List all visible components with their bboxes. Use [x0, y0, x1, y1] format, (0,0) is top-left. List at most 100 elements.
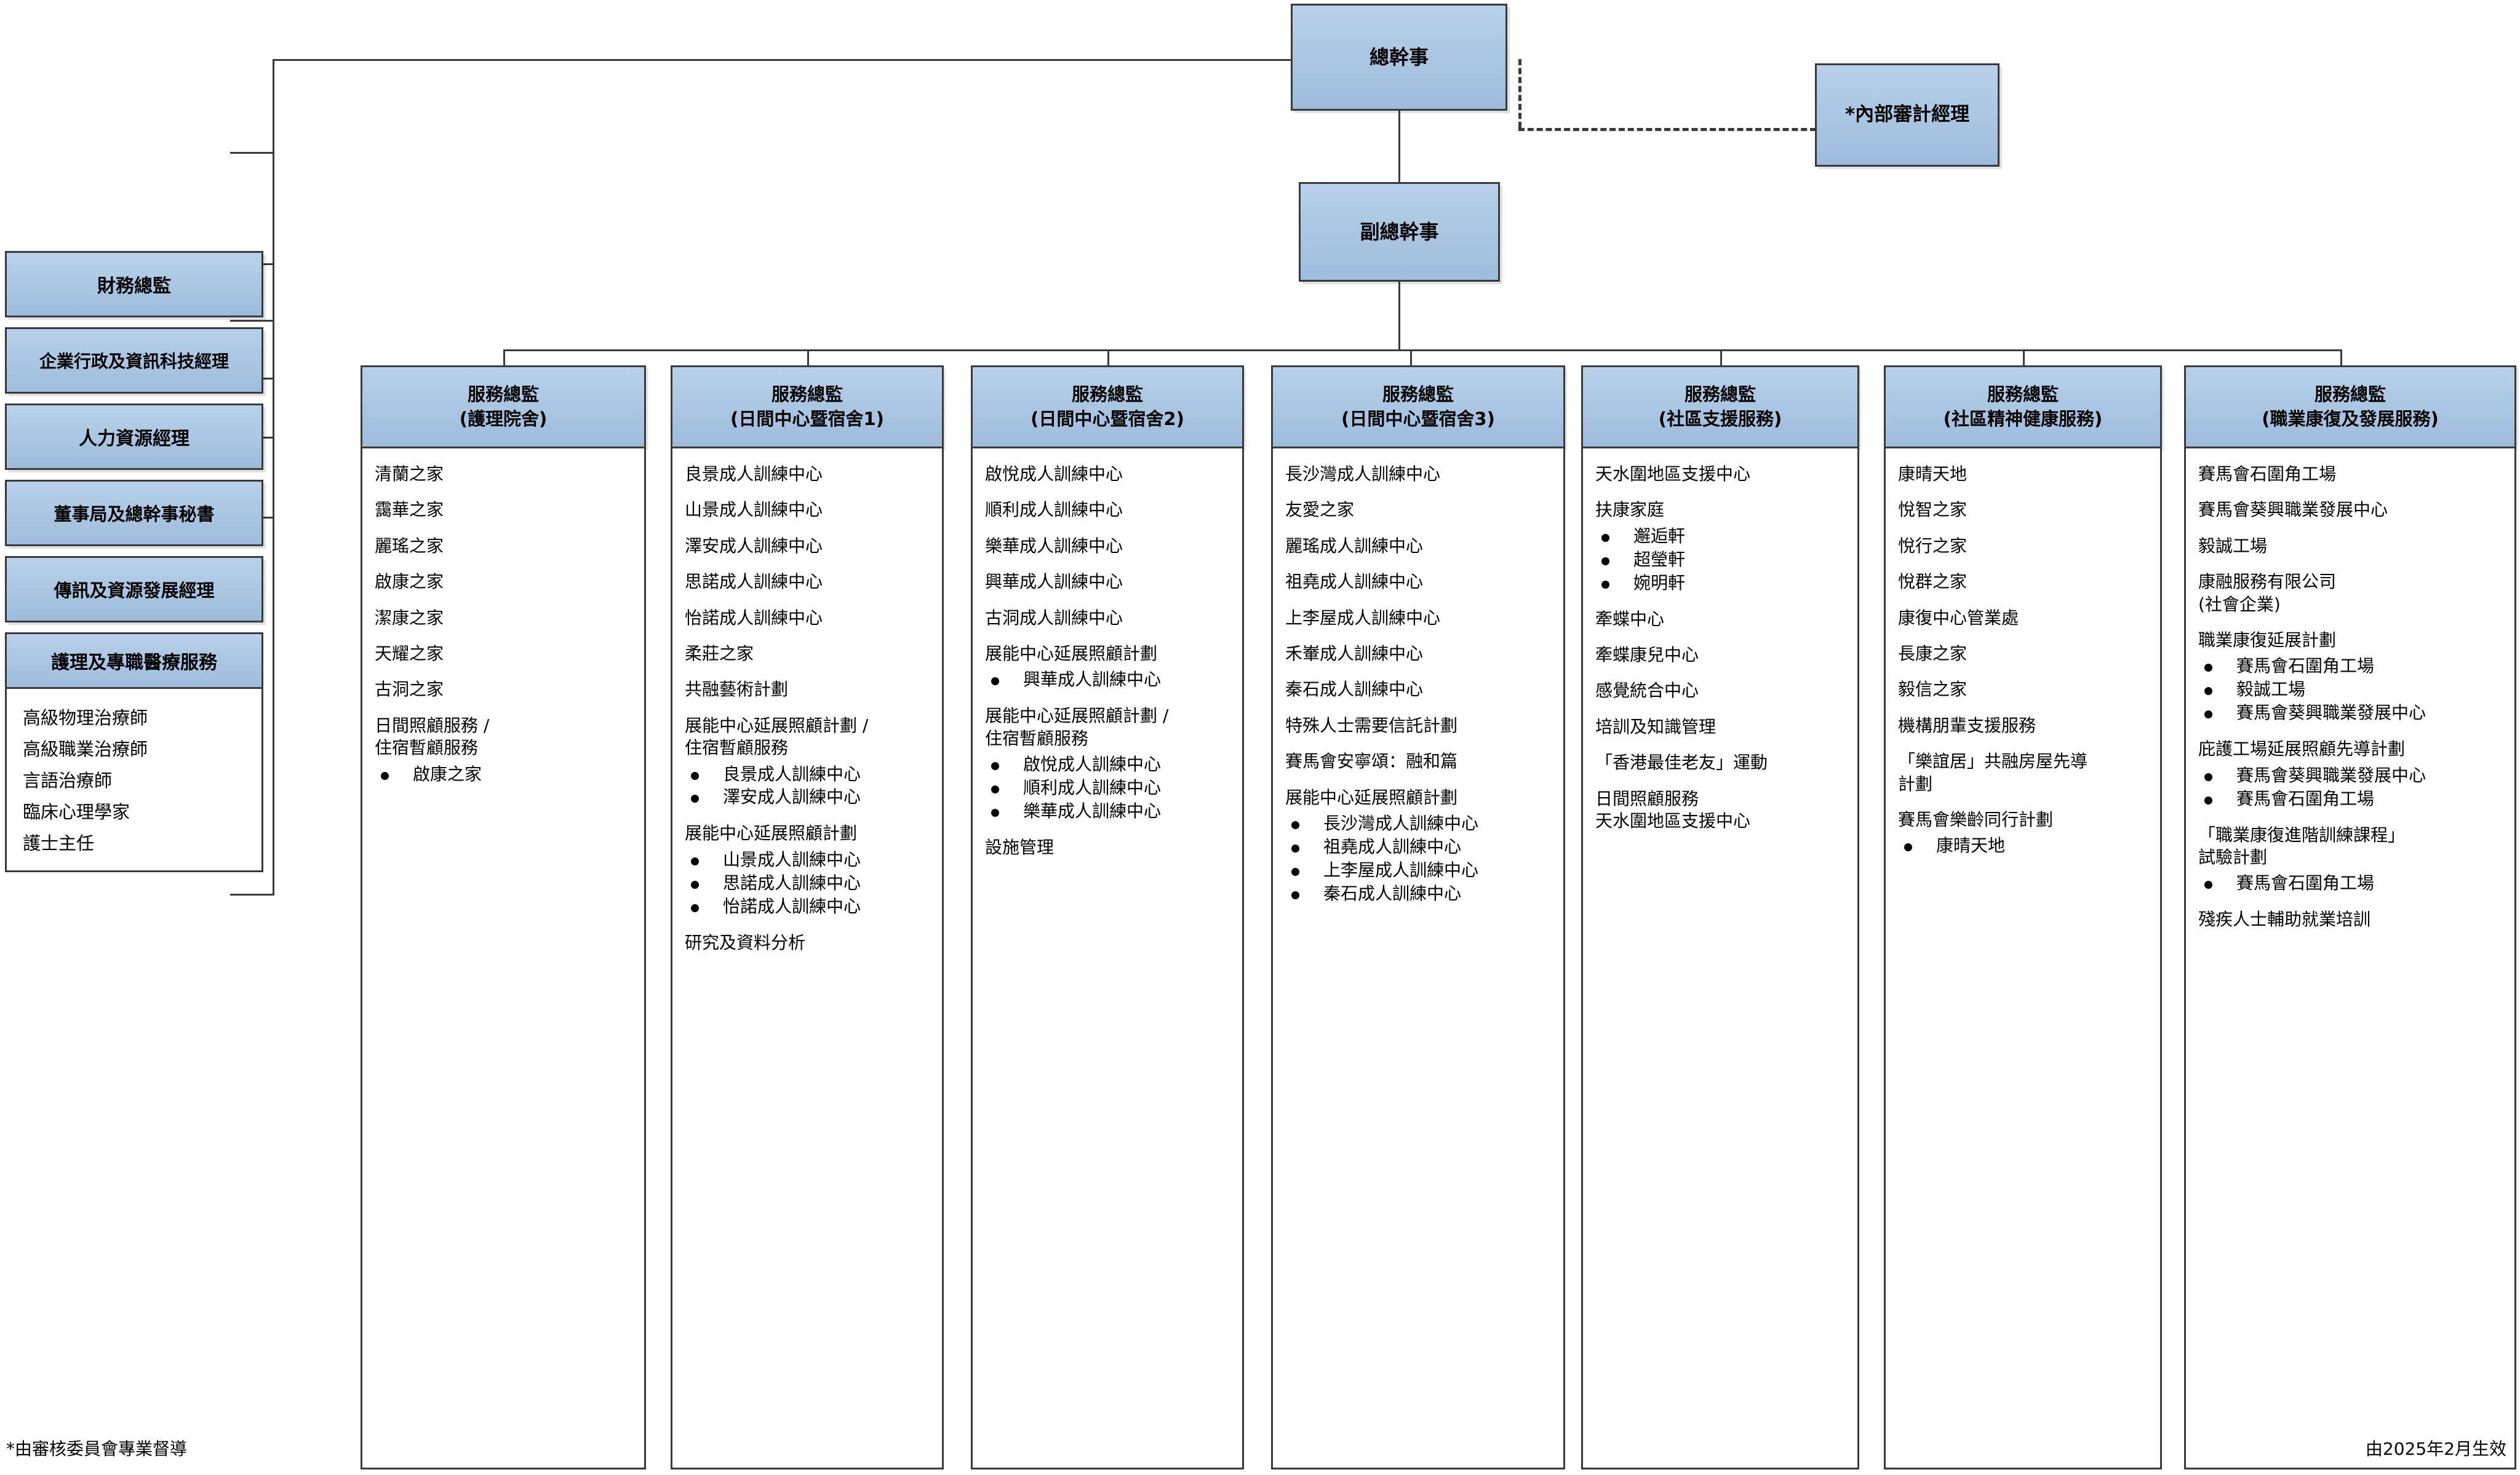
service-item: 麗瑤之家 — [375, 535, 444, 556]
service-column-body: 啟悅成人訓練中心順利成人訓練中心樂華成人訓練中心興華成人訓練中心古洞成人訓練中心… — [971, 448, 1244, 1469]
bullet-dot-icon — [381, 771, 389, 780]
ce-to-sidebar-horizontal — [273, 59, 1292, 61]
service-bullet-item: 怡諾成人訓練中心 — [685, 896, 936, 918]
service-bullet-item: 賽馬會石圍角工場 — [2198, 872, 2508, 895]
service-bullet-label: 啟康之家 — [413, 763, 482, 784]
service-column: 服務總監 (社區支援服務)天水圍地區支援中心扶康家庭邂逅軒超瑩軒婉明軒牽蝶中心牽… — [1581, 365, 1859, 1469]
service-item: 康復中心管業處 — [1898, 607, 2019, 628]
internal-audit-manager-label: *內部審計經理 — [1844, 103, 1970, 126]
service-bullet-label: 邂逅軒 — [1633, 525, 1686, 546]
service-item: 研究及資料分析 — [685, 932, 806, 953]
service-bullet-item: 毅誠工場 — [2198, 678, 2508, 701]
bullet-dot-icon — [2204, 664, 2212, 672]
service-item: 賽馬會石圍角工場 — [2198, 464, 2337, 484]
bullet-dot-icon — [1291, 867, 1299, 876]
service-column-title: 服務總監 (護理院舍) — [459, 384, 548, 429]
service-group-title: 「職業康復進階訓練課程」 試驗計劃 — [2198, 824, 2406, 867]
service-column-header[interactable]: 服務總監 (日間中心暨宿舍3) — [1271, 365, 1565, 448]
service-column-title: 服務總監 (日間中心暨宿舍2) — [1031, 384, 1184, 429]
bullet-dot-icon — [1904, 843, 1912, 852]
service-item: 康融服務有限公司 (社會企業) — [2198, 571, 2337, 614]
service-item: 上李屋成人訓練中心 — [1285, 607, 1441, 628]
service-bullet-item: 賽馬會石圍角工場 — [2198, 655, 2508, 678]
service-column-header[interactable]: 服務總監 (社區精神健康服務) — [1884, 365, 2162, 448]
service-item: 毅信之家 — [1898, 679, 1968, 700]
sidebar-clinical-services-group: 護理及專職醫療服務 高級物理治療師高級職業治療師言語治療師臨床心理學家護士主任 — [5, 632, 263, 872]
service-bullet-label: 啟悅成人訓練中心 — [1023, 754, 1162, 775]
sidebar-item-board-ce-secretary[interactable]: 董事局及總幹事秘書 — [5, 480, 263, 546]
service-bullet-label: 婉明軒 — [1633, 572, 1686, 593]
internal-audit-manager-box[interactable]: *內部審計經理 — [1815, 63, 2000, 167]
bullet-dot-icon — [691, 880, 699, 889]
service-bullet-label: 澤安成人訓練中心 — [723, 787, 861, 808]
service-group-bullet-list: 啟悅成人訓練中心順利成人訓練中心樂華成人訓練中心 — [985, 753, 1236, 823]
service-item: 感覺統合中心 — [1595, 680, 1699, 701]
service-group-title: 職業康復延展計劃 — [2198, 629, 2337, 650]
sidebar-item-label: 企業行政及資訊科技經理 — [39, 351, 229, 372]
service-column-body: 康晴天地悅智之家悅行之家悅群之家康復中心管業處長康之家毅信之家機構朋輩支援服務「… — [1884, 448, 2162, 1469]
bullet-dot-icon — [2204, 773, 2212, 781]
ce-to-dce-vertical — [1398, 111, 1400, 183]
service-bullet-item: 良景成人訓練中心 — [685, 763, 936, 786]
service-column: 服務總監 (日間中心暨宿舍2) 啟悅成人訓練中心順利成人訓練中心樂華成人訓練中心 興… — [971, 365, 1244, 1469]
deputy-chief-executive-label: 副總幹事 — [1360, 220, 1439, 244]
service-group-bullet-list: 賽馬會石圍角工場毅誠工場賽馬會葵興職業發展中心 — [2198, 655, 2508, 725]
service-column-body: 長沙灣成人訓練中心友愛之家麗瑤成人訓練中心祖堯成人訓練中心上李屋成人訓練中心禾輋… — [1271, 448, 1565, 1469]
footnote-left-text: *由審核委員會專業督導 — [6, 1439, 188, 1459]
service-bullet-label: 上李屋成人訓練中心 — [1323, 859, 1479, 880]
service-column-header[interactable]: 服務總監 (職業康復及發展服務) — [2184, 365, 2516, 448]
sidebar-item-corporate-admin-it-manager[interactable]: 企業行政及資訊科技經理 — [5, 327, 263, 394]
service-bullet-item: 順利成人訓練中心 — [985, 777, 1236, 800]
service-item: 澤安成人訓練中心 — [685, 535, 823, 556]
service-bullet-item: 興華成人訓練中心 — [985, 669, 1236, 691]
service-item: 設施管理 — [985, 837, 1055, 857]
footnote-right: 由2025年2月生效 — [2366, 1436, 2506, 1460]
service-item: 牽蝶中心 — [1595, 608, 1665, 629]
service-item: 天水圍地區支援中心 — [1595, 464, 1751, 484]
service-bullet-label: 興華成人訓練中心 — [1023, 669, 1162, 690]
deputy-chief-executive-box[interactable]: 副總幹事 — [1299, 182, 1500, 282]
service-column-header[interactable]: 服務總監 (日間中心暨宿舍1) — [671, 365, 944, 448]
service-column-title: 服務總監 (日間中心暨宿舍1) — [730, 384, 884, 429]
service-bullet-item: 澤安成人訓練中心 — [685, 786, 936, 809]
chief-executive-box[interactable]: 總幹事 — [1291, 4, 1507, 111]
service-bullet-item: 啟悅成人訓練中心 — [985, 753, 1236, 776]
clinical-role-item: 高級職業治療師 — [23, 739, 148, 760]
service-item: 清蘭之家 — [375, 464, 444, 484]
service-group-bullet-list: 啟康之家 — [375, 763, 638, 786]
bullet-dot-icon — [691, 857, 699, 865]
clinical-services-header-label: 護理及專職醫療服務 — [51, 652, 217, 674]
service-item: 長康之家 — [1898, 643, 1968, 664]
sidebar-item-communications-resource-dev-manager[interactable]: 傳訊及資源發展經理 — [5, 556, 263, 622]
sidebar-item-label: 董事局及總幹事秘書 — [54, 504, 215, 525]
clinical-role-item: 護士主任 — [23, 833, 95, 854]
service-item: 「樂誼居」共融房屋先導 計劃 — [1898, 751, 2088, 794]
clinical-services-header[interactable]: 護理及專職醫療服務 — [5, 632, 263, 689]
service-column-header[interactable]: 服務總監 (社區支援服務) — [1581, 365, 1859, 448]
service-bullet-label: 賽馬會石圍角工場 — [2236, 656, 2375, 677]
bullet-dot-icon — [991, 677, 999, 686]
service-item: 天耀之家 — [375, 643, 444, 664]
bullet-dot-icon — [1601, 557, 1609, 565]
footnote-left: *由審核委員會專業督導 — [6, 1436, 187, 1460]
service-column-header[interactable]: 服務總監 (護理院舍) — [361, 365, 646, 448]
service-group-bullet-list: 興華成人訓練中心 — [985, 669, 1236, 691]
service-item: 山景成人訓練中心 — [685, 499, 823, 520]
service-bullet-label: 山景成人訓練中心 — [723, 849, 861, 870]
sidebar-item-finance-director[interactable]: 財務總監 — [5, 251, 263, 317]
service-column-header[interactable]: 服務總監 (日間中心暨宿舍2) — [971, 365, 1244, 448]
service-bullet-item: 祖堯成人訓練中心 — [1285, 836, 1557, 859]
service-bus-horizontal — [503, 349, 2340, 351]
bullet-dot-icon — [2204, 881, 2212, 889]
service-item: 特殊人士需要信託計劃 — [1285, 715, 1458, 736]
service-bullet-label: 超瑩軒 — [1633, 549, 1686, 570]
service-bullet-item: 山景成人訓練中心 — [685, 849, 936, 872]
service-item: 賽馬會葵興職業發展中心 — [2198, 499, 2388, 520]
service-column-body: 良景成人訓練中心山景成人訓練中心澤安成人訓練中心思諾成人訓練中心怡諾成人訓練中心… — [671, 448, 944, 1469]
sidebar-item-hr-manager[interactable]: 人力資源經理 — [5, 404, 263, 470]
sidebar-item-label: 人力資源經理 — [79, 428, 189, 450]
service-group-bullet-list: 邂逅軒超瑩軒婉明軒 — [1595, 525, 1851, 595]
service-item: 順利成人訓練中心 — [985, 499, 1123, 520]
service-bullet-item: 賽馬會葵興職業發展中心 — [2198, 765, 2508, 787]
